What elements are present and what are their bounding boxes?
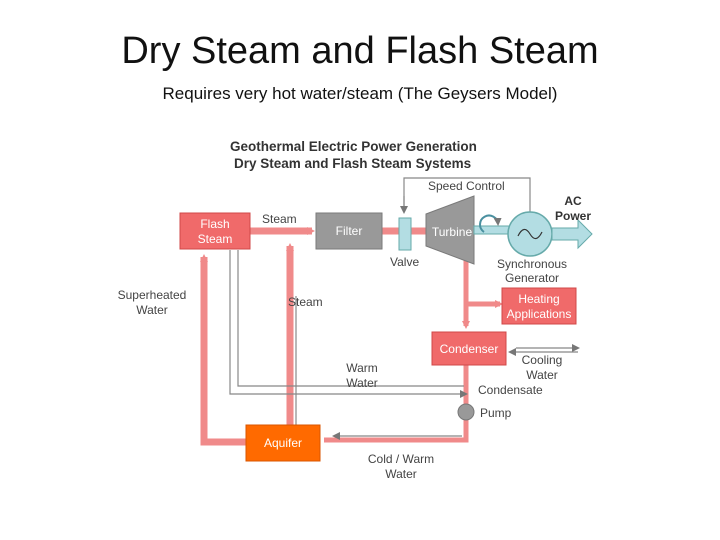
sync-generator-label-1: Synchronous (497, 257, 567, 271)
steam-top-label: Steam (262, 212, 297, 226)
turbine-shape (425, 195, 475, 265)
valve-label: Valve (390, 255, 419, 269)
ac-power-label-2: Power (555, 209, 591, 223)
speed-control-label: Speed Control (428, 179, 505, 193)
superheated-water-label-1: Superheated (118, 288, 187, 302)
sine-wave-icon (517, 228, 543, 240)
heating-label-2: Applications (507, 307, 572, 321)
superheated-water-label-2: Water (136, 303, 168, 317)
heating-applications-box (501, 287, 577, 325)
warm-water-flow-inner (237, 250, 464, 387)
condenser-label: Condenser (440, 342, 499, 356)
aquifer-box (245, 424, 321, 462)
valve-body (398, 217, 412, 251)
speed-control-line (403, 177, 531, 212)
flash-steam-box (179, 212, 251, 250)
slide-title: Dry Steam and Flash Steam (121, 30, 599, 72)
flash-steam-label-1: Flash (200, 217, 229, 231)
cooling-water-label-1: Cooling (522, 353, 563, 367)
cooling-water-label-2: Water (526, 368, 558, 382)
warm-water-label-1: Warm (346, 361, 378, 375)
warm-water-label-2: Water (346, 376, 378, 390)
condensate-label: Condensate (478, 383, 543, 397)
rotation-arrow-icon (479, 214, 502, 233)
diagram-heading-line2: Dry Steam and Flash Steam Systems (234, 156, 471, 171)
superheated-water-pipe (200, 254, 246, 446)
heating-label-1: Heating (518, 292, 559, 306)
diagram-heading-line1: Geothermal Electric Power Generation (230, 139, 477, 154)
sync-generator-label-2: Generator (505, 271, 559, 285)
filter-box (315, 212, 383, 250)
turbine-label: Turbine (432, 225, 473, 239)
return-pipe (324, 418, 469, 443)
pump-icon (457, 403, 475, 421)
pump-label: Pump (480, 406, 512, 420)
pipes (200, 227, 503, 446)
cold-water-label-1: Cold / Warm (368, 452, 434, 466)
filter-label: Filter (336, 224, 363, 238)
flash-steam-label-2: Steam (198, 232, 233, 246)
flow-lines (229, 177, 580, 440)
condenser-box (431, 331, 507, 366)
slide-subtitle: Requires very hot water/steam (The Geyse… (162, 84, 558, 103)
aquifer-label: Aquifer (264, 436, 302, 450)
warm-water-flow-outer (229, 250, 468, 398)
steam-mid-label: Steam (288, 295, 323, 309)
ac-power-label-1: AC (564, 194, 582, 208)
cold-water-label-2: Water (385, 467, 417, 481)
ac-power-arrow-icon (551, 218, 593, 250)
